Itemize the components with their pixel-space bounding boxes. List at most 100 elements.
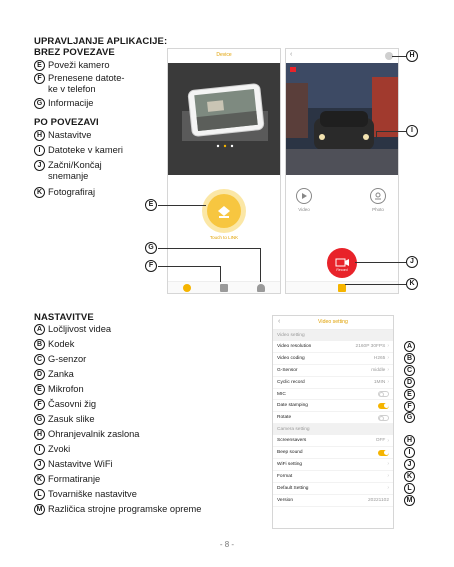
chevron-right-icon: ›	[387, 461, 389, 468]
leader-i-vert	[376, 131, 377, 139]
setting-label: Format	[277, 473, 293, 479]
downloads-tab-icon[interactable]	[219, 283, 228, 292]
leader-g	[158, 248, 260, 249]
legend-label: Mikrofon	[48, 384, 84, 394]
setting-value: H265›	[374, 355, 389, 361]
play-icon	[302, 193, 307, 199]
back-icon[interactable]: ‹	[278, 318, 281, 325]
legend-label: Nastavitve WiFi	[48, 459, 113, 469]
legend-label: Tovarniške nastavitve	[48, 489, 137, 499]
phone-connected-screen: ‹ Video Photo Record	[285, 48, 399, 294]
callout-k-setting: K	[404, 471, 415, 482]
setting-value	[378, 449, 389, 456]
record-label: Record	[336, 268, 348, 272]
callout-h: H	[406, 50, 418, 62]
legend-label: Ohranjevalnik zaslona	[48, 429, 140, 439]
badge-g2: G	[34, 414, 45, 425]
callout-k: K	[406, 278, 418, 290]
setting-row-default-setting[interactable]: Default Setting›	[273, 483, 393, 495]
snapshot-camera-icon[interactable]	[338, 283, 346, 292]
setting-label: MIC	[277, 391, 286, 397]
setting-row-rotate[interactable]: Rotate	[273, 412, 393, 425]
camera-tab-icon[interactable]	[182, 283, 191, 292]
badge-j: J	[34, 160, 45, 171]
setting-value: ›	[387, 461, 389, 467]
setting-value	[378, 402, 389, 409]
badge-e2: E	[34, 384, 45, 395]
chevron-right-icon: ›	[387, 473, 389, 480]
setting-row-beep-sound[interactable]: Beep sound	[273, 447, 393, 460]
page-number: - 8 -	[219, 540, 235, 549]
setting-row-format[interactable]: Format ›	[273, 471, 393, 483]
info-tab-icon[interactable]	[257, 283, 266, 292]
setting-label: Video coding	[277, 355, 305, 361]
settings-title: Video setting	[318, 319, 348, 325]
callout-m-setting: M	[404, 494, 415, 506]
back-icon[interactable]: ‹	[290, 51, 293, 58]
chevron-right-icon: ›	[387, 437, 389, 444]
settings-gear-icon[interactable]	[385, 52, 393, 60]
legend-label: Formatiranje	[48, 474, 101, 484]
setting-value-text: 2160P 30FPS	[355, 343, 386, 349]
toggle-switch[interactable]	[378, 391, 389, 397]
video-label: Video	[298, 207, 310, 212]
toggle-switch[interactable]	[378, 449, 389, 456]
setting-row-video-coding[interactable]: Video coding H265›	[273, 353, 393, 365]
callout-f: F	[145, 260, 157, 272]
connect-camera-button[interactable]	[207, 194, 241, 228]
toggle-switch[interactable]	[378, 402, 389, 409]
settings-topbar: ‹ Video setting	[273, 316, 393, 330]
heading-offline-line2: BREZ POVEZAVE	[34, 47, 115, 58]
badge-m: M	[34, 504, 45, 515]
badge-b: B	[34, 339, 45, 350]
setting-row-wifi-setting[interactable]: WiFi setting ›	[273, 459, 393, 471]
callout-b-setting: B	[404, 352, 415, 364]
badge-k: K	[34, 187, 45, 198]
chevron-right-icon: ›	[387, 343, 389, 350]
record-button[interactable]: Record	[327, 248, 357, 278]
setting-value-text: H265	[373, 355, 386, 361]
toggle-knob	[379, 415, 384, 421]
toggle-knob	[383, 450, 389, 456]
legend-label: Zvoki	[48, 444, 71, 454]
callout-j-setting: J	[404, 459, 415, 471]
badge-f2: F	[34, 399, 45, 410]
setting-label: Version	[277, 497, 293, 503]
phone1-tabbar	[168, 281, 280, 293]
badge-a: A	[34, 324, 45, 335]
legend-label: Zasuk slike	[48, 414, 95, 424]
toggle-switch[interactable]	[378, 414, 389, 421]
video-files-button[interactable]	[296, 188, 312, 204]
badge-j2: J	[34, 459, 45, 470]
toggle-knob	[379, 392, 384, 397]
legend-item-g: G Informacije	[34, 98, 93, 109]
photo-files-button[interactable]	[370, 188, 386, 204]
legend-label: Datoteke v kameri	[48, 145, 123, 155]
leader-h	[392, 56, 406, 57]
leader-e	[158, 205, 206, 206]
settings-group-video: Video setting	[273, 330, 393, 341]
badge-d: D	[34, 369, 45, 380]
setting-label: WiFi setting	[277, 461, 303, 467]
setting-row-mic[interactable]: MIC	[273, 389, 393, 401]
chevron-right-icon: ›	[387, 355, 389, 362]
phone2-topbar: ‹	[286, 49, 398, 63]
callout-d-setting: D	[404, 376, 415, 388]
setting-value: ›	[387, 485, 389, 491]
callout-a-setting: A	[404, 341, 415, 352]
setting-row-date-stamping[interactable]: Date stamping	[273, 400, 393, 413]
setting-value-text: 1MIN	[373, 379, 386, 385]
legend-label: Fotografiraj	[48, 187, 96, 197]
